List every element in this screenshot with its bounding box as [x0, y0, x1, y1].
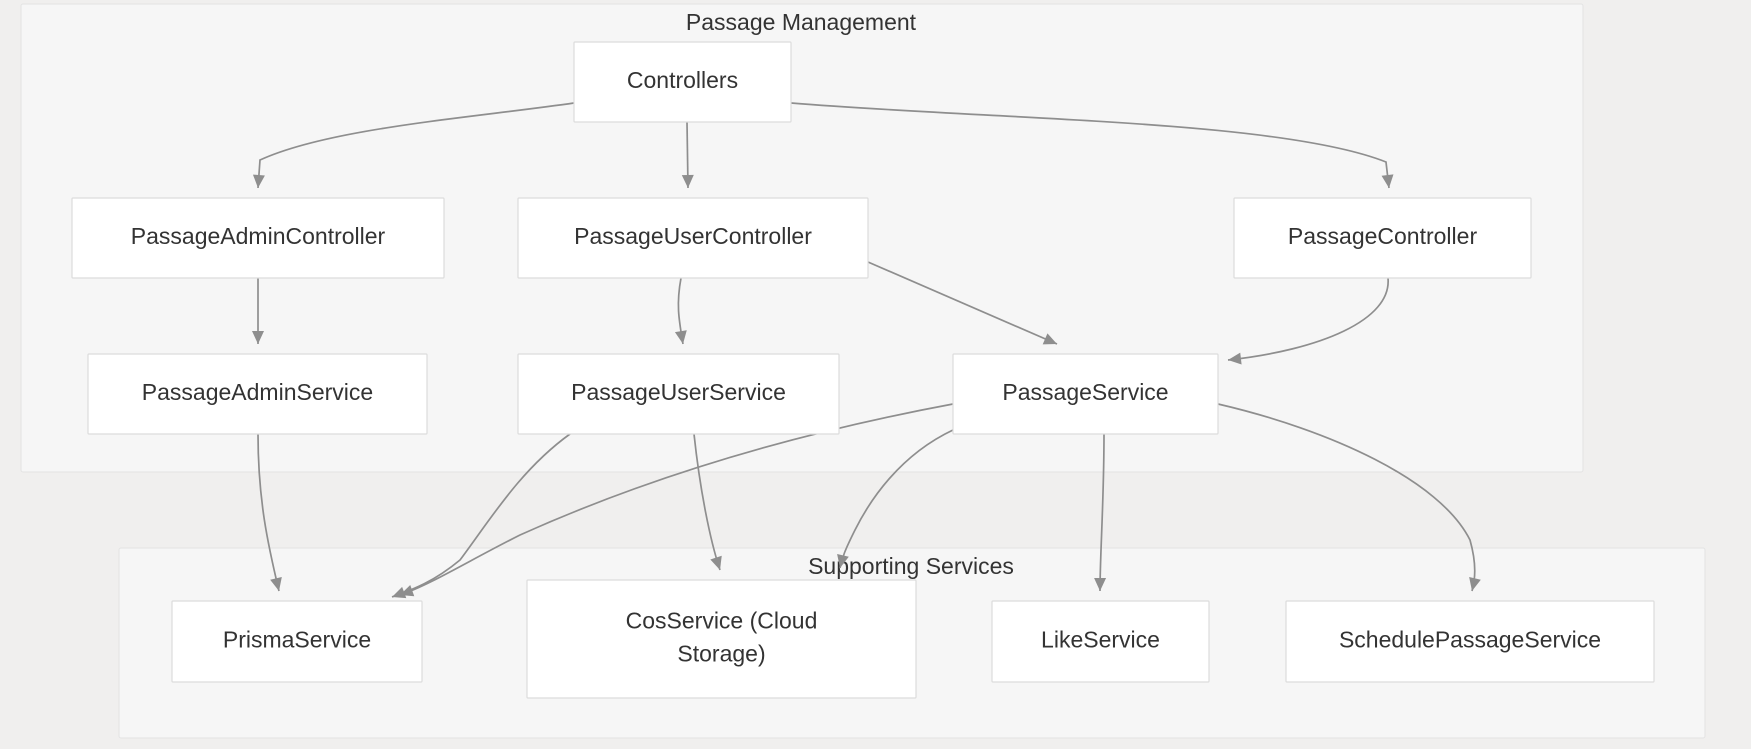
edge-line — [1217, 403, 1476, 592]
node-like-service[interactable]: LikeService — [991, 600, 1210, 683]
node-label: Controllers — [627, 67, 738, 93]
node-prisma-service[interactable]: PrismaService — [171, 600, 423, 683]
edge-line — [790, 102, 1390, 189]
arrow-head-icon — [1042, 333, 1057, 345]
node-box[interactable] — [171, 600, 423, 683]
node-schedule-passage-service[interactable]: SchedulePassageService — [1285, 600, 1655, 683]
edge-passage-service-to-schedule — [1217, 403, 1481, 592]
node-label: LikeService — [1041, 627, 1160, 653]
node-passage-controller[interactable]: PassageController — [1233, 197, 1532, 279]
node-label: PassageAdminController — [131, 223, 386, 249]
node-box[interactable] — [87, 353, 428, 435]
node-label: PassageAdminService — [142, 379, 373, 405]
node-label: SchedulePassageService — [1339, 627, 1601, 653]
edge-line — [1099, 433, 1105, 592]
arrow-head-icon — [400, 584, 415, 597]
edge-admin-service-to-prisma — [257, 433, 282, 592]
node-box[interactable] — [517, 197, 869, 279]
node-controllers[interactable]: Controllers — [573, 41, 792, 123]
node-box[interactable] — [71, 197, 445, 279]
edge-passage-service-to-like — [1094, 433, 1107, 592]
node-passage-user-controller[interactable]: PassageUserController — [517, 197, 869, 279]
node-box[interactable] — [991, 600, 1210, 683]
edge-passage-controller-to-passage-service — [1227, 277, 1389, 365]
node-box[interactable] — [1233, 197, 1532, 279]
edge-passage-service-to-cos — [837, 429, 954, 569]
edge-user-controller-to-user-service — [674, 277, 687, 345]
edge-user-service-to-cos — [693, 433, 722, 571]
arrow-head-icon — [710, 555, 722, 570]
edge-line — [257, 102, 575, 189]
arrow-head-icon — [681, 174, 694, 188]
node-label: PassageUserController — [574, 223, 812, 249]
arrow-head-icon — [674, 330, 687, 344]
node-box[interactable] — [952, 353, 1219, 435]
edge-line — [391, 433, 571, 598]
arrow-head-icon — [252, 174, 265, 188]
edge-controllers-to-passage-controller — [790, 102, 1394, 189]
edge-controllers-to-user-controller — [681, 121, 694, 189]
node-label: PrismaService — [223, 627, 371, 653]
edge-user-controller-to-passage-service — [867, 261, 1058, 345]
edge-line — [867, 261, 1058, 345]
arrow-head-icon — [837, 553, 849, 568]
node-passage-user-service[interactable]: PassageUserService — [517, 353, 840, 435]
node-label: PassageUserService — [571, 379, 786, 405]
arrow-head-icon — [392, 586, 407, 599]
node-box[interactable] — [573, 41, 792, 123]
node-label: PassageController — [1288, 223, 1478, 249]
node-label: PassageService — [1002, 379, 1168, 405]
edge-line — [1227, 277, 1389, 361]
arrow-head-icon — [252, 331, 264, 344]
edge-user-service-to-prisma — [391, 433, 571, 599]
arrow-head-icon — [270, 576, 282, 591]
node-label: CosService (Cloud — [626, 608, 818, 634]
arrow-head-icon — [1381, 174, 1394, 188]
edge-line — [257, 433, 280, 592]
edge-controllers-to-admin-controller — [252, 102, 575, 189]
cluster-title: Passage Management — [686, 9, 917, 35]
arrow-head-icon — [1094, 577, 1107, 591]
edge-admin-controller-to-admin-service — [252, 278, 264, 344]
arrow-head-icon — [1228, 352, 1242, 365]
node-box[interactable] — [526, 579, 917, 699]
node-passage-admin-service[interactable]: PassageAdminService — [87, 353, 428, 435]
node-label: Storage) — [677, 641, 765, 667]
node-passage-service[interactable]: PassageService — [952, 353, 1219, 435]
arrow-head-icon — [1469, 576, 1481, 591]
node-box[interactable] — [1285, 600, 1655, 683]
node-box[interactable] — [517, 353, 840, 435]
node-passage-admin-controller[interactable]: PassageAdminController — [71, 197, 445, 279]
